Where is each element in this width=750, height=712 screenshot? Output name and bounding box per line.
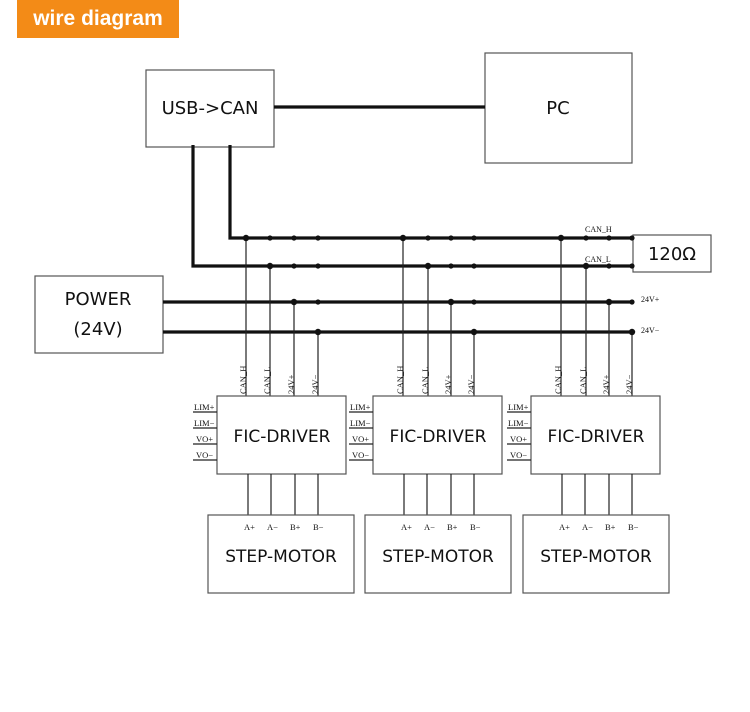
driver-1-pin-lim-minus: LIM−: [194, 418, 215, 428]
driver-2-pin-can-l: CAN_L: [420, 367, 430, 394]
junction-dot: [471, 235, 477, 241]
driver-1-pin-v-plus: 24V+: [286, 374, 296, 394]
junction-dot: [606, 235, 612, 241]
driver-1-pin-can-h: CAN_H: [238, 366, 248, 394]
junction-dot: [315, 299, 321, 305]
junction-dot: [242, 234, 250, 242]
junction-dot: [628, 328, 636, 336]
can-h-bus-label: CAN_H: [585, 225, 612, 234]
driver-2-pin-vo-plus: VO+: [352, 434, 369, 444]
junction-dot: [629, 263, 635, 269]
v-minus-bus-label: 24V−: [641, 326, 660, 335]
driver-3-title: FIC-DRIVER: [548, 427, 645, 447]
driver-2-pin-lim-minus: LIM−: [350, 418, 371, 428]
junction-dot: [291, 235, 297, 241]
motor-3-title: STEP-MOTOR: [540, 547, 652, 567]
junction-dot: [606, 263, 612, 269]
power-label: POWER: [65, 289, 132, 310]
driver-2-pin-v-plus: 24V+: [443, 374, 453, 394]
junction-dot: [582, 262, 590, 270]
motor-2-pin-a-plus: A+: [401, 522, 412, 532]
driver-3-pin-can-h: CAN_H: [553, 366, 563, 394]
can-l-bus: [191, 145, 633, 268]
motor-3-pin-a-plus: A+: [559, 522, 570, 532]
driver-2-box: [372, 395, 503, 475]
junction-dot: [314, 328, 322, 336]
bus-junctions: [242, 234, 636, 336]
driver-3-pin-v-minus: 24V−: [624, 374, 634, 394]
driver-1-pin-vo-minus: VO−: [196, 450, 213, 460]
driver-2-pin-v-minus: 24V−: [466, 374, 476, 394]
can-l-bus-label: CAN_L: [585, 255, 611, 264]
pc-label: PC: [546, 98, 569, 119]
driver-2-title: FIC-DRIVER: [390, 427, 487, 447]
junction-dot: [424, 262, 432, 270]
usb-can-block: [145, 69, 275, 148]
terminator-resistor: [632, 234, 712, 273]
driver-1-title: FIC-DRIVER: [234, 427, 331, 447]
motor-2-box: [364, 514, 512, 594]
driver-3-pin-can-l: CAN_L: [578, 367, 588, 394]
junction-dot: [425, 235, 431, 241]
driver-3-pin-lim-minus: LIM−: [508, 418, 529, 428]
motor-3-pin-b-plus: B+: [605, 522, 616, 532]
pc-block: [484, 52, 633, 164]
v-plus-bus-label: 24V+: [641, 295, 660, 304]
motor-1-box: [207, 514, 355, 594]
can-h-bus: [228, 145, 633, 240]
junction-dot: [315, 263, 321, 269]
junction-dot: [447, 298, 455, 306]
junction-dot: [557, 234, 565, 242]
motor-1-pin-a-minus: A−: [267, 522, 278, 532]
motor-3-pin-a-minus: A−: [582, 522, 593, 532]
driver-1-box: [216, 395, 347, 475]
driver-3-pin-v-plus: 24V+: [601, 374, 611, 394]
junction-dot: [315, 235, 321, 241]
diagram-title-badge: wire diagram: [17, 0, 179, 38]
junction-dot: [448, 235, 454, 241]
driver-1-pin-v-minus: 24V−: [310, 374, 320, 394]
driver-2-pin-lim-plus: LIM+: [350, 402, 371, 412]
junction-dot: [290, 298, 298, 306]
driver-1-pin-lim-plus: LIM+: [194, 402, 215, 412]
motor-2-title: STEP-MOTOR: [382, 547, 494, 567]
driver-3-pin-vo-plus: VO+: [510, 434, 527, 444]
junction-dot: [470, 328, 478, 336]
driver-unit-2: FIC-DRIVER CAN_H CAN_L 24V+ 24V− LIM+ LI…: [349, 238, 512, 594]
terminator-label: 120Ω: [648, 244, 696, 265]
motor-2-pin-b-minus: B−: [470, 522, 481, 532]
motor-1-pin-a-plus: A+: [244, 522, 255, 532]
junction-dot: [448, 263, 454, 269]
driver-2-pin-vo-minus: VO−: [352, 450, 369, 460]
driver-1-pin-vo-plus: VO+: [196, 434, 213, 444]
junction-dot: [267, 235, 273, 241]
motor-1-title: STEP-MOTOR: [225, 547, 337, 567]
power-block: [34, 275, 164, 354]
driver-3-pin-lim-plus: LIM+: [508, 402, 529, 412]
junction-dot: [266, 262, 274, 270]
junction-dot: [629, 235, 635, 241]
driver-2-pin-can-h: CAN_H: [395, 366, 405, 394]
junction-dot: [291, 263, 297, 269]
junction-dot: [471, 263, 477, 269]
motor-3-pin-b-minus: B−: [628, 522, 639, 532]
motor-1-pin-b-plus: B+: [290, 522, 301, 532]
junction-dot: [605, 298, 613, 306]
junction-dot: [399, 234, 407, 242]
driver-3-box: [530, 395, 661, 475]
junction-dot: [471, 299, 477, 305]
motor-1-pin-b-minus: B−: [313, 522, 324, 532]
power-voltage-label: (24V): [73, 319, 122, 340]
junction-dot: [583, 235, 589, 241]
driver-3-pin-vo-minus: VO−: [510, 450, 527, 460]
driver-unit-1: FIC-DRIVER CAN_H CAN_L 24V+ 24V− LIM+ LI…: [193, 238, 355, 594]
usb-can-label: USB->CAN: [162, 98, 259, 119]
driver-1-pin-can-l: CAN_L: [262, 367, 272, 394]
motor-2-pin-b-plus: B+: [447, 522, 458, 532]
junction-dot: [629, 299, 635, 305]
motor-2-pin-a-minus: A−: [424, 522, 435, 532]
driver-unit-3: FIC-DRIVER CAN_H CAN_L 24V+ 24V− LIM+ LI…: [507, 238, 670, 594]
motor-3-box: [522, 514, 670, 594]
